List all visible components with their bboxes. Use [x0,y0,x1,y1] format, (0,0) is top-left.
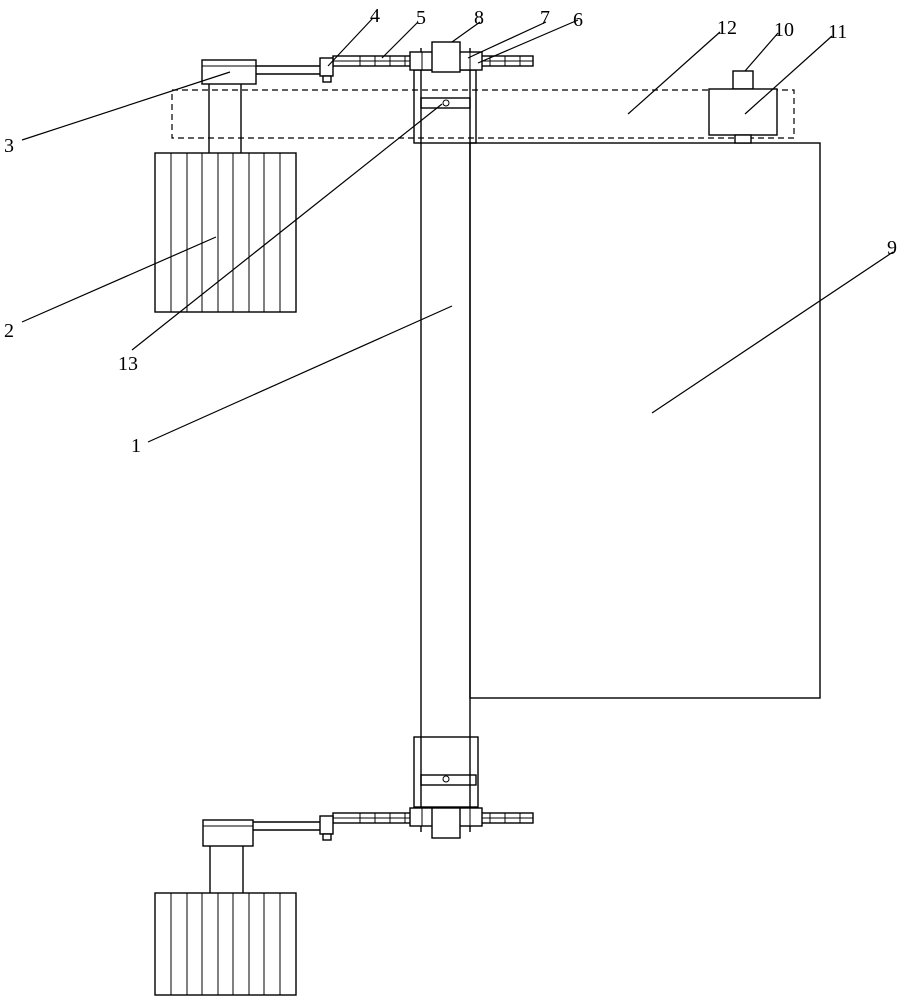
label-part-8: 8 [474,7,484,29]
label-part-3: 3 [4,135,14,157]
lower-arm-rail [332,807,534,839]
label-part-6: 6 [573,9,583,31]
leader-lines [21,17,894,443]
lower-motor-head [202,819,254,893]
label-part-9: 9 [887,237,897,259]
lower-clamp-block [413,736,479,808]
label-part-13: 13 [118,353,138,375]
guide-housing-dashed [171,89,795,139]
upper-connector [256,57,334,83]
label-part-10: 10 [774,19,794,41]
label-part-11: 11 [828,21,847,43]
top-right-sensor [708,70,778,144]
label-part-12: 12 [717,17,737,39]
vertical-column [420,48,471,832]
label-part-1: 1 [131,435,141,457]
upper-motor-head [201,59,257,153]
label-part-4: 4 [370,5,380,27]
upper-ribbed-roller [154,152,297,313]
upper-arm-rail [332,41,534,73]
lower-ribbed-roller [154,892,297,996]
upper-clamp-block [413,69,477,144]
lower-connector [253,815,334,841]
label-part-7: 7 [540,7,550,29]
main-panel [469,142,821,699]
label-part-2: 2 [4,320,14,342]
label-part-5: 5 [416,7,426,29]
